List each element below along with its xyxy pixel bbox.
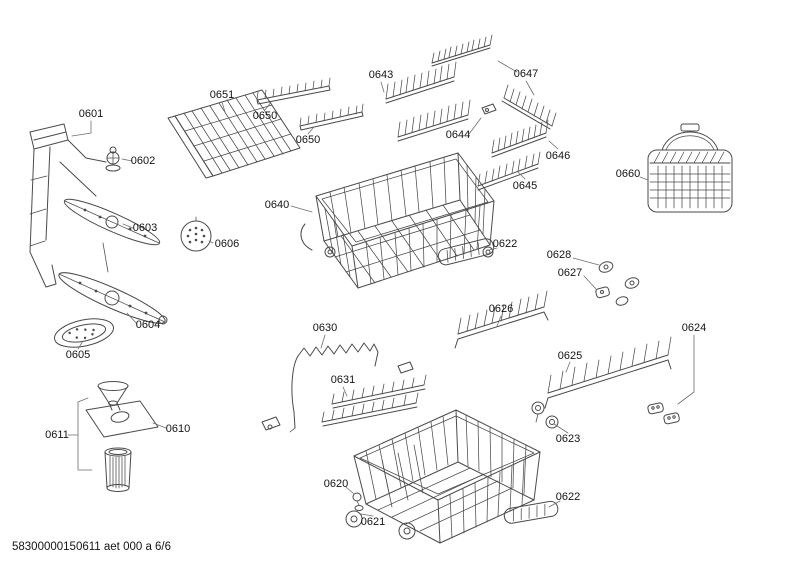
part-label-0644: 0644 xyxy=(446,129,470,141)
clips-0624-drawing xyxy=(647,402,680,425)
lower-rack-drawing xyxy=(353,409,541,544)
part-label-0628: 0628 xyxy=(547,249,571,261)
part-label-0602: 0602 xyxy=(131,155,155,167)
tine-row-0643-drawing xyxy=(385,61,471,142)
part-label-0621: 0621 xyxy=(361,516,385,528)
part-label-0640: 0640 xyxy=(265,199,289,211)
clip-0627-drawing xyxy=(595,286,629,306)
wire-0630-drawing xyxy=(289,342,379,433)
foldout-shelf-a-drawing xyxy=(256,77,331,105)
clip-0644-drawing xyxy=(481,103,497,115)
part-label-0611: 0611 xyxy=(45,429,69,441)
basket-side-panel-drawing xyxy=(167,89,301,179)
clips-0628-drawing xyxy=(598,261,640,289)
part-label-0624: 0624 xyxy=(682,322,706,334)
part-label-0651: 0651 xyxy=(210,89,234,101)
part-label-0601: 0601 xyxy=(79,108,103,120)
clips-0623-drawing xyxy=(531,401,559,429)
part-label-0627: 0627 xyxy=(558,267,582,279)
spray-arm-assembly-drawing xyxy=(29,123,168,348)
round-filter-drawing xyxy=(180,216,212,252)
wheels-0621-drawing xyxy=(345,510,416,540)
part-label-0622a: 0622 xyxy=(493,238,517,250)
funnel-filter-drawing xyxy=(67,381,159,492)
folding-shelf-0631-drawing xyxy=(261,361,427,431)
part-label-0626: 0626 xyxy=(489,303,513,315)
document-number-footer: 58300000150611 aet 000 a 6/6 xyxy=(12,541,171,553)
part-labels: 0601 0602 0603 0604 0605 0606 0651 0650 … xyxy=(45,68,706,528)
part-label-0645: 0645 xyxy=(513,180,537,192)
part-label-0630: 0630 xyxy=(313,322,337,334)
tine-row-0646-drawing xyxy=(491,119,549,158)
cutlery-basket-drawing xyxy=(647,123,733,213)
part-label-0603: 0603 xyxy=(133,222,157,234)
tine-row-0625-drawing xyxy=(544,336,672,409)
small-tray-upper-drawing xyxy=(437,238,495,266)
part-label-0622b: 0622 xyxy=(556,491,580,503)
part-label-0650b: 0650 xyxy=(296,134,320,146)
part-label-0643: 0643 xyxy=(369,69,393,81)
part-label-0605: 0605 xyxy=(66,349,90,361)
roller-0620-drawing xyxy=(352,492,364,511)
part-label-0604: 0604 xyxy=(136,319,160,331)
part-label-0631: 0631 xyxy=(331,374,355,386)
part-label-0623: 0623 xyxy=(556,433,580,445)
part-label-0610: 0610 xyxy=(166,423,190,435)
foldout-shelf-b-drawing xyxy=(299,103,364,131)
part-label-0625: 0625 xyxy=(558,350,582,362)
upper-rack-drawing xyxy=(300,152,495,289)
part-label-0660: 0660 xyxy=(616,168,640,180)
leader-lines xyxy=(71,60,695,517)
part-label-0606: 0606 xyxy=(215,238,239,250)
part-label-0646: 0646 xyxy=(546,150,570,162)
tine-row-0645-drawing xyxy=(477,151,541,191)
part-label-0620: 0620 xyxy=(324,478,348,490)
part-label-0647: 0647 xyxy=(514,68,538,80)
tine-row-0626-drawing xyxy=(454,290,549,349)
part-label-0650a: 0650 xyxy=(253,110,277,122)
small-tray-lower-drawing xyxy=(503,500,559,524)
